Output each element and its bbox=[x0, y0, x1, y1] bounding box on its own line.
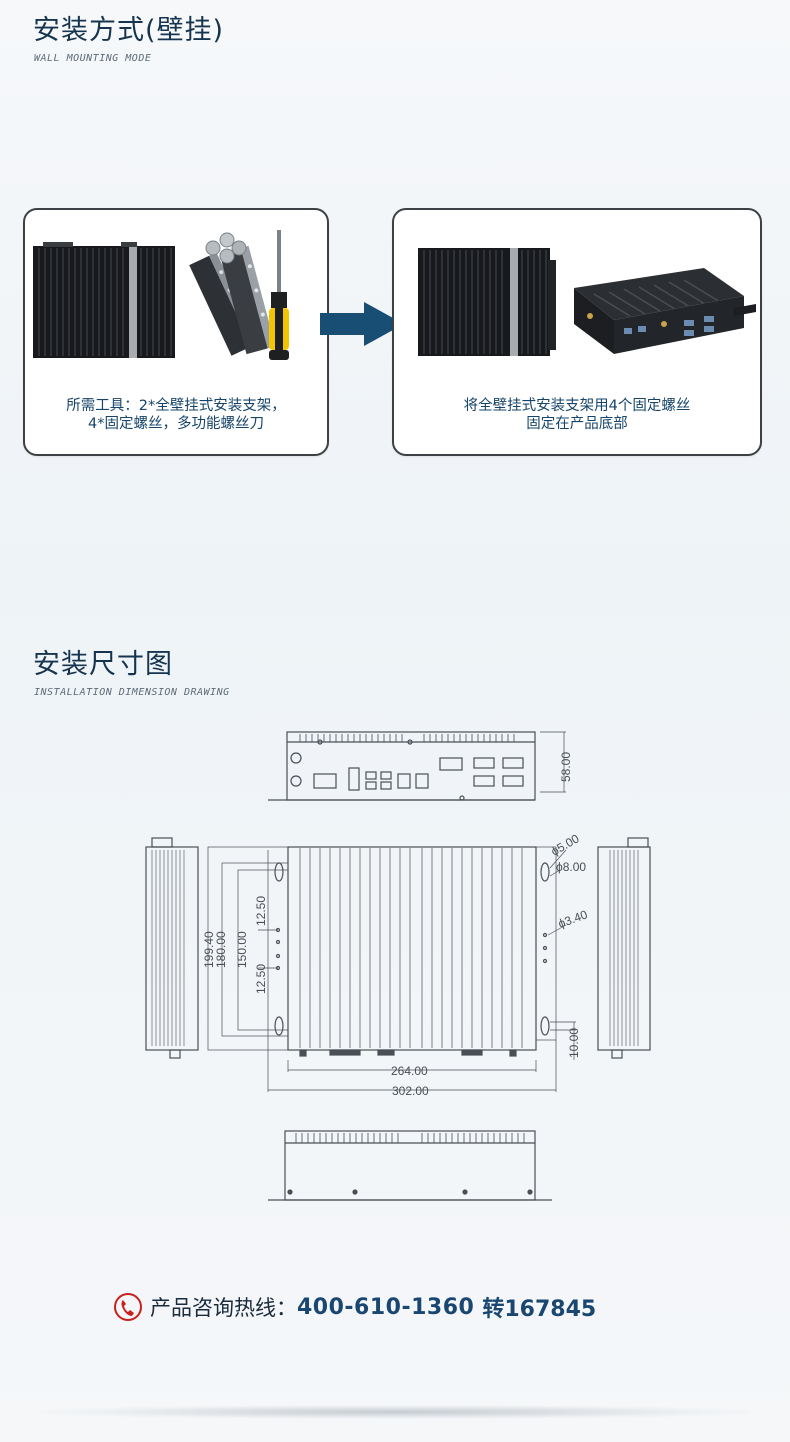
front-view bbox=[268, 731, 566, 801]
dim-top: 12.50 bbox=[254, 896, 268, 926]
tools-card: 所需工具：2*全壁挂式安装支架， 4*固定螺丝，多功能螺丝刀 bbox=[23, 208, 329, 456]
dim-hole-b: ϕ8.00 bbox=[556, 860, 586, 874]
dim-hole-c: ϕ3.40 bbox=[556, 907, 589, 931]
dim-inner: 150.00 bbox=[235, 931, 249, 968]
dim-width-outer: 302.00 bbox=[392, 1084, 429, 1098]
mini-pc-image bbox=[33, 242, 175, 358]
dim-slot: 10.00 bbox=[567, 1028, 581, 1058]
phone-icon bbox=[114, 1293, 142, 1321]
install-card: 将全壁挂式安装支架用4个固定螺丝 固定在产品底部 bbox=[392, 208, 762, 456]
side-view-right bbox=[597, 837, 651, 1059]
hotline: 产品咨询热线： 400-610-1360 转167845 bbox=[112, 1290, 596, 1324]
install-caption-line2: 固定在产品底部 bbox=[526, 416, 628, 432]
dim-height: 58.00 bbox=[559, 752, 573, 782]
wall-mount-subtitle: WALL MOUNTING MODE bbox=[34, 53, 152, 64]
side-view-left bbox=[145, 837, 199, 1059]
tools-illustration bbox=[33, 230, 289, 360]
dimension-title: 安装尺寸图 bbox=[33, 649, 173, 680]
hotline-label: 产品咨询热线： bbox=[150, 1296, 297, 1320]
dim-hole-a: ϕ5.00 bbox=[549, 831, 582, 858]
dim-width-inner: 264.00 bbox=[391, 1064, 428, 1078]
wall-mount-title: 安装方式(壁挂) bbox=[33, 15, 225, 46]
tools-caption-line1: 所需工具：2*全壁挂式安装支架， bbox=[66, 398, 286, 414]
dimension-subtitle: INSTALLATION DIMENSION DRAWING bbox=[34, 687, 230, 698]
dimension-drawing: 58.00 199.40 180.00 150.00 12.50 12.50 ϕ… bbox=[145, 731, 651, 1201]
dim-bottom: 12.50 bbox=[254, 964, 268, 994]
top-view bbox=[207, 846, 576, 1092]
hotline-extension: 转167845 bbox=[482, 1297, 597, 1322]
bottom-view bbox=[268, 1130, 552, 1201]
mini-pc-with-bracket-image bbox=[418, 248, 556, 356]
mini-pc-iso-image bbox=[574, 268, 756, 354]
install-caption-line1: 将全壁挂式安装支架用4个固定螺丝 bbox=[463, 398, 691, 414]
screws-image bbox=[205, 232, 247, 264]
dim-mid: 180.00 bbox=[214, 931, 228, 968]
screwdriver-image bbox=[269, 230, 289, 360]
arrow-right-icon bbox=[320, 302, 404, 346]
dim-outer: 199.40 bbox=[202, 931, 216, 968]
hotline-number[interactable]: 400-610-1360 bbox=[297, 1294, 475, 1320]
tools-caption-line2: 4*固定螺丝，多功能螺丝刀 bbox=[88, 416, 264, 432]
bottom-shadow bbox=[40, 1405, 750, 1419]
install-illustration bbox=[418, 248, 756, 356]
